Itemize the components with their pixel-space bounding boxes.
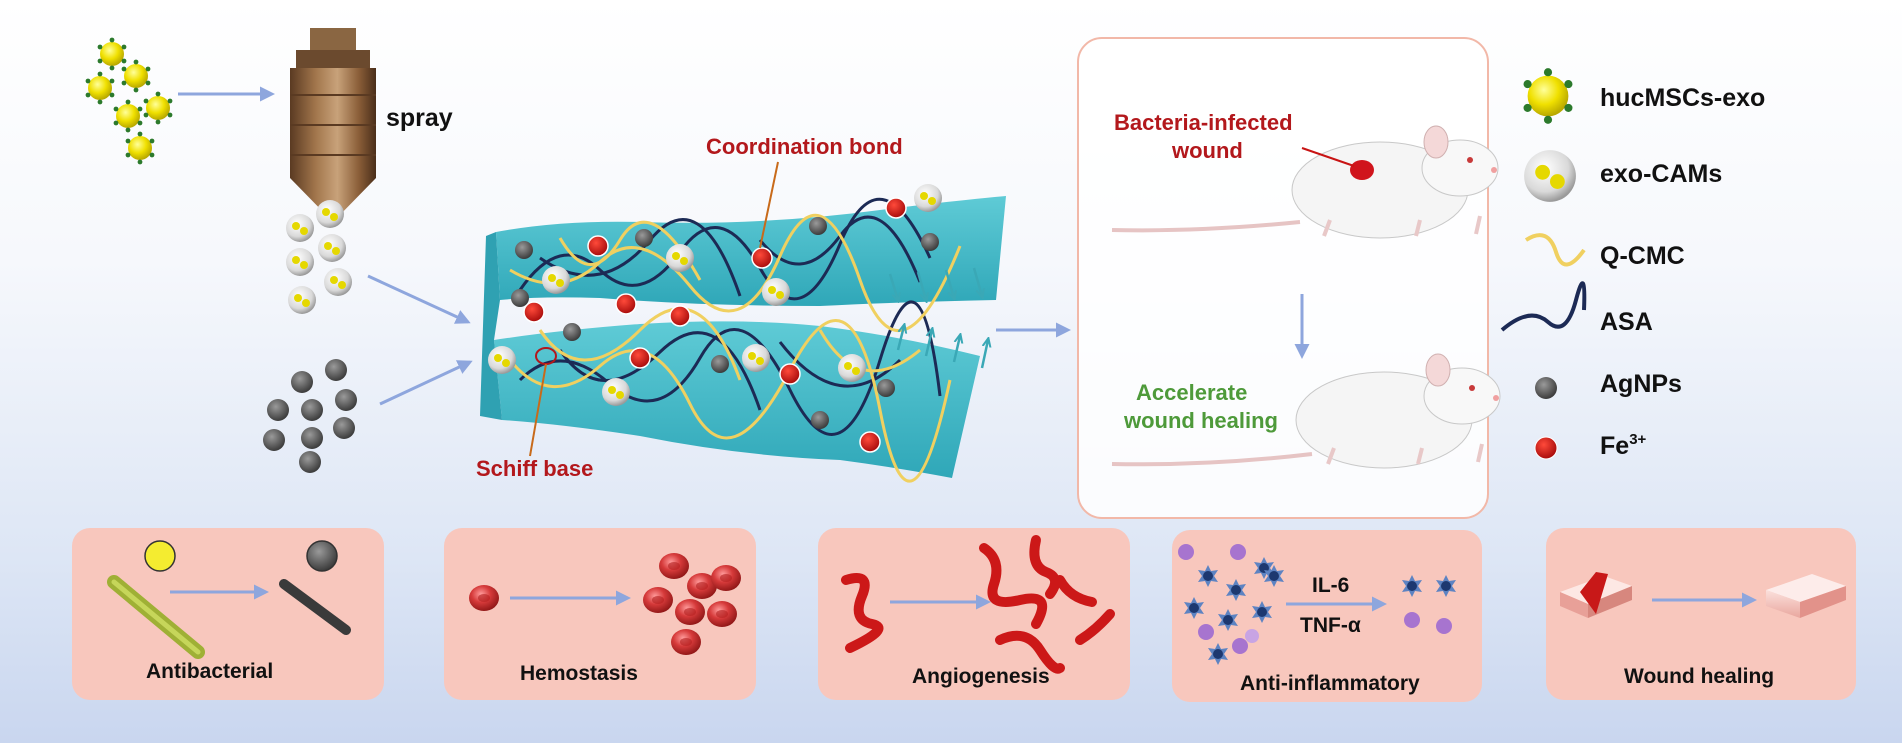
release-arrows	[888, 267, 988, 369]
dead-bacteria-icon	[279, 579, 351, 635]
card-label-wound-healing: Wound healing	[1624, 665, 1774, 688]
card-wound-healing: Wound healing	[1546, 528, 1856, 700]
legend-label-fe: Fe3+	[1600, 431, 1647, 460]
healed-skin-icon	[1766, 574, 1846, 618]
schiff-base-leader	[529, 363, 547, 457]
healing-label-line-2: wound healing	[1123, 408, 1278, 433]
branched-vessel-icon	[979, 535, 1115, 674]
vessel-icon	[841, 573, 884, 653]
exosome-icon	[1523, 68, 1573, 124]
legend-label-qcmc: Q-CMC	[1600, 242, 1685, 270]
schiff-base-label: Schiff base	[476, 456, 593, 481]
legend-label-agnp: AgNPs	[1600, 370, 1682, 398]
hydrogel-network	[480, 184, 1006, 483]
red-dot-icon	[1534, 436, 1558, 460]
card-label-anti-inflammatory: Anti-inflammatory	[1240, 672, 1420, 695]
spray-nozzle-icon	[290, 28, 376, 222]
navy-strand-icon	[1500, 281, 1587, 332]
exosome-icon	[144, 540, 176, 572]
agnp-icon	[306, 540, 338, 572]
free-exosomes-cluster	[85, 37, 173, 165]
infected-label-line-1: Bacteria-infected	[1114, 110, 1293, 135]
resolved-cells-icon	[1402, 575, 1456, 634]
card-antibacterial: Antibacterial	[72, 528, 384, 700]
legend: hucMSCs-exo exo-CAMs Q-CMC ASA AgNPs Fe3…	[1500, 68, 1765, 460]
card-hemostasis: Hemostasis	[444, 528, 756, 700]
wound-marker	[1350, 160, 1374, 180]
infected-label-line-2: wound	[1171, 138, 1243, 163]
healing-label-line-1: Accelerate	[1136, 380, 1247, 405]
fe-superscript: 3+	[1629, 431, 1646, 448]
capsule-icon	[1524, 150, 1576, 202]
spray-label: spray	[386, 104, 453, 132]
wound-skin-icon	[1560, 572, 1632, 618]
macrophage-cluster-icon	[1178, 544, 1284, 665]
coordination-bond-leader	[759, 161, 779, 249]
fe-base: Fe	[1600, 432, 1629, 460]
cytokine-il6: IL-6	[1312, 574, 1349, 597]
wound-leader	[1301, 147, 1355, 167]
legend-label-asa: ASA	[1600, 308, 1653, 336]
exo-cam-cluster	[286, 200, 352, 314]
cytokine-tnf: TNF-α	[1300, 614, 1361, 637]
yellow-strand-icon	[1524, 233, 1586, 267]
legend-label-exo: hucMSCs-exo	[1600, 84, 1765, 112]
card-label-hemostasis: Hemostasis	[520, 662, 638, 685]
coordination-bond-label: Coordination bond	[706, 134, 903, 159]
cam-to-gel-arrow	[367, 274, 471, 324]
card-label-angiogenesis: Angiogenesis	[912, 665, 1050, 688]
healed-mouse	[1111, 353, 1501, 469]
card-angiogenesis: Angiogenesis	[818, 528, 1130, 700]
card-anti-inflammatory: IL-6 TNF-α Anti-inflammatory	[1172, 530, 1482, 702]
agnp-cluster	[263, 359, 357, 473]
agnp-to-gel-arrow	[379, 360, 473, 406]
gray-dot-icon	[1535, 377, 1557, 399]
legend-label-cam: exo-CAMs	[1600, 160, 1722, 188]
card-label-antibacterial: Antibacterial	[146, 660, 273, 683]
infected-mouse	[1111, 125, 1499, 239]
